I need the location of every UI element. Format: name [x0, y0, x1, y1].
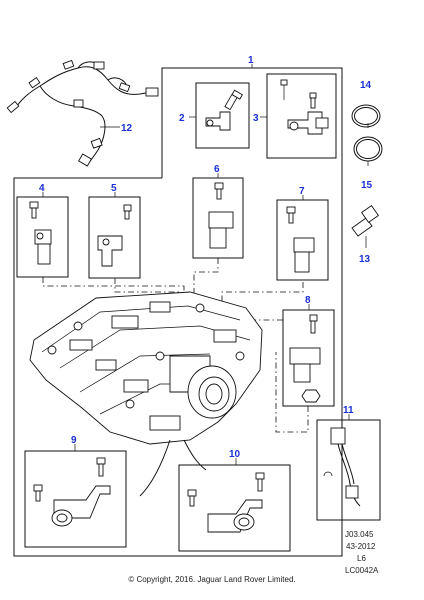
callout-9: 9 [71, 435, 77, 446]
callout-2: 2 [179, 113, 185, 124]
callouts: 1 2 3 4 5 6 7 8 9 10 11 12 13 14 15 [39, 55, 373, 460]
callout-11: 11 [343, 405, 354, 416]
copyright-notice: © Copyright, 2016. Jaguar Land Rover Lim… [128, 575, 295, 584]
solenoid-6 [192, 177, 244, 259]
solenoid-9 [24, 450, 127, 548]
callout-12: 12 [121, 123, 133, 134]
solenoid-5 [88, 196, 141, 279]
assembly-lines [42, 258, 309, 433]
callout-13: 13 [359, 254, 371, 265]
valve-body [29, 291, 263, 497]
reference-line-3: L6 [357, 554, 366, 563]
solenoid-8 [282, 309, 335, 407]
assembly-frame [13, 67, 343, 557]
component-3 [260, 73, 337, 159]
reference-line-1: J03.045 [345, 530, 374, 539]
connector-harness-11 [316, 419, 381, 521]
bolt-13 [351, 205, 379, 237]
callout-10: 10 [229, 449, 241, 460]
callout-3: 3 [253, 113, 259, 124]
seal-rings [351, 104, 383, 162]
callout-14: 14 [360, 80, 372, 91]
leader-lines [42, 64, 369, 465]
reference-line-2: 43-2012 [346, 542, 376, 551]
callout-6: 6 [214, 164, 220, 175]
callout-5: 5 [111, 183, 117, 194]
callout-7: 7 [299, 186, 305, 197]
callout-1: 1 [248, 55, 254, 66]
solenoid-4 [16, 196, 69, 278]
wiring-harness [6, 59, 159, 167]
callout-15: 15 [361, 180, 373, 191]
reference-line-4: LC0042A [345, 566, 379, 575]
component-2 [189, 82, 250, 149]
solenoid-10 [178, 464, 291, 552]
callout-4: 4 [39, 183, 45, 194]
reference-block: J03.045 43-2012 L6 LC0042A [345, 530, 379, 575]
solenoid-7 [276, 199, 329, 281]
callout-8: 8 [305, 295, 311, 306]
